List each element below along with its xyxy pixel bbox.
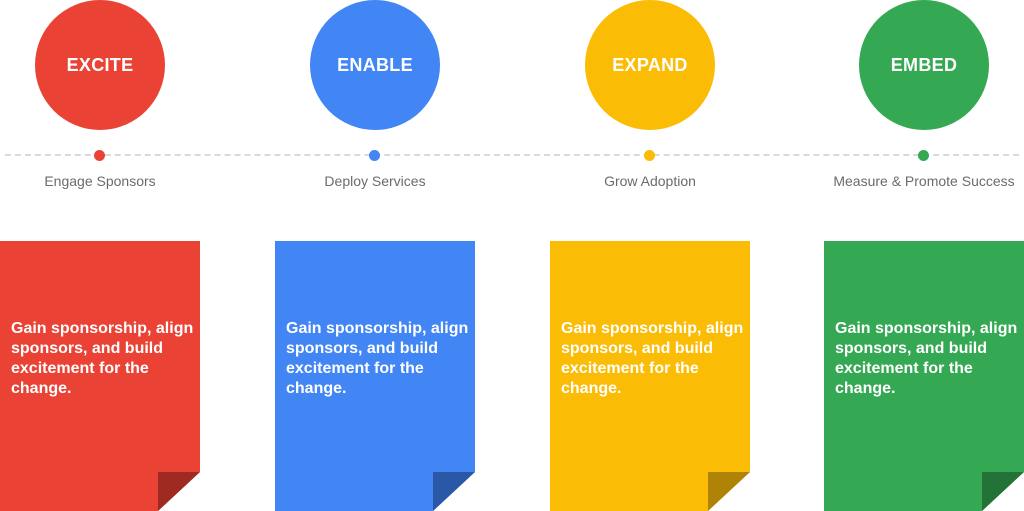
stage-circle: EXPAND <box>585 0 715 130</box>
stage-description: Gain sponsorship, align sponsors, and bu… <box>835 320 1018 397</box>
stage-description: Gain sponsorship, align sponsors, and bu… <box>561 320 744 397</box>
stage-card: Gain sponsorship, align sponsors, and bu… <box>550 241 750 511</box>
stage-title: EMBED <box>890 54 958 75</box>
stage-title: ENABLE <box>337 54 413 75</box>
stage-subtitle: Deploy Services <box>324 173 426 189</box>
card-body <box>824 241 1024 511</box>
stage-subtitle: Engage Sponsors <box>44 173 156 189</box>
stage-subtitle: Grow Adoption <box>604 173 696 189</box>
stage-card: Gain sponsorship, align sponsors, and bu… <box>824 241 1024 511</box>
timeline-dashed-line <box>5 154 1019 156</box>
stage-expand: EXPAND Grow Adoption Gain sponsorship, a… <box>550 0 750 511</box>
stage-circle: EXCITE <box>35 0 165 130</box>
stage-title: EXCITE <box>66 54 134 75</box>
stage-subtitle: Measure & Promote Success <box>833 173 1015 189</box>
stage-circle: ENABLE <box>310 0 440 130</box>
page-curl-icon <box>433 472 475 511</box>
page-curl-icon <box>982 472 1024 511</box>
page-curl-icon <box>158 472 200 511</box>
stage-excite: EXCITE Engage Sponsors Gain sponsorship,… <box>0 0 200 511</box>
card-body <box>550 241 750 511</box>
timeline-dot <box>94 150 105 161</box>
timeline-dot <box>369 150 380 161</box>
page-curl-icon <box>708 472 750 511</box>
stage-description: Gain sponsorship, align sponsors, and bu… <box>11 320 194 397</box>
stage-title: EXPAND <box>612 54 688 75</box>
timeline-dot <box>644 150 655 161</box>
stage-enable: ENABLE Deploy Services Gain sponsorship,… <box>275 0 475 511</box>
stage-description: Gain sponsorship, align sponsors, and bu… <box>286 320 469 397</box>
stage-card: Gain sponsorship, align sponsors, and bu… <box>0 241 200 511</box>
stage-embed: EMBED Measure & Promote Success Gain spo… <box>824 0 1024 511</box>
card-body <box>0 241 200 511</box>
timeline-dot <box>918 150 929 161</box>
card-body <box>275 241 475 511</box>
stage-card: Gain sponsorship, align sponsors, and bu… <box>275 241 475 511</box>
stage-circle: EMBED <box>859 0 989 130</box>
